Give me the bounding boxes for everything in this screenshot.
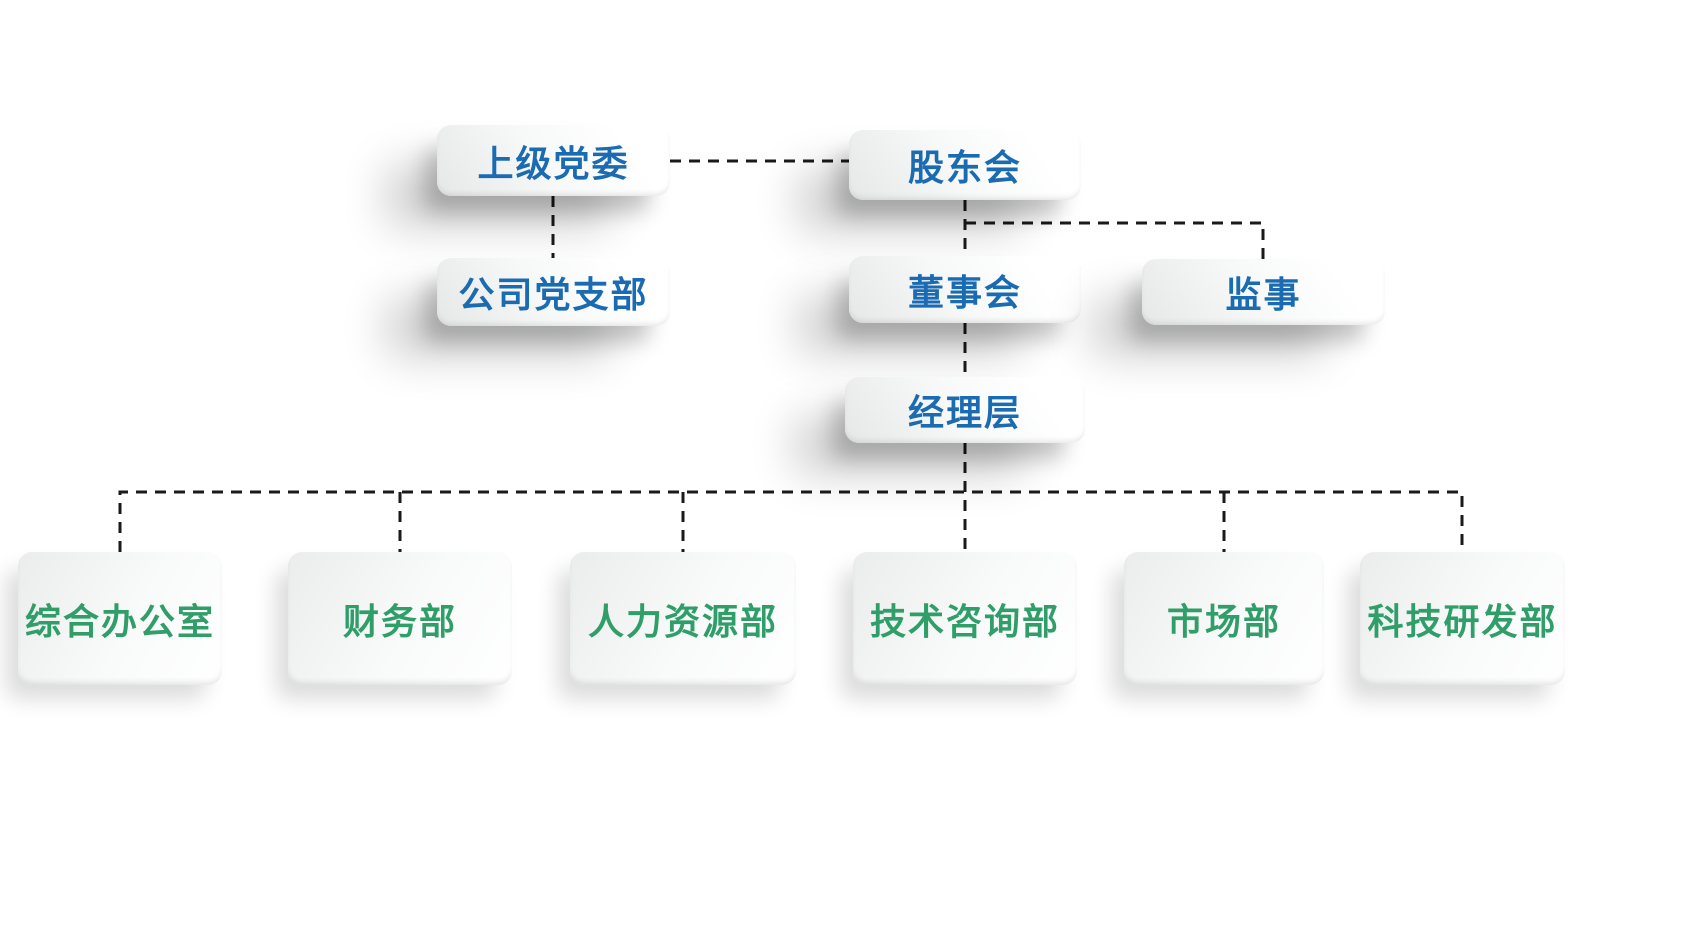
node-label: 财务部 <box>342 600 457 642</box>
node-management-level: 经理层 <box>845 377 1085 443</box>
node-shareholders-meeting: 股东会 <box>849 130 1081 200</box>
node-technology-rd-department: 科技研发部 <box>1360 552 1565 685</box>
node-label: 人力资源部 <box>587 600 778 642</box>
connector-shareholders-to-supervisor <box>965 221 1265 259</box>
node-finance-department: 财务部 <box>288 552 512 685</box>
node-label: 董事会 <box>907 271 1022 313</box>
node-board-of-directors: 董事会 <box>849 256 1081 323</box>
node-superior-party-committee: 上级党委 <box>437 125 670 196</box>
node-label: 股东会 <box>907 147 1022 188</box>
node-label: 上级党委 <box>477 142 630 184</box>
node-label: 市场部 <box>1166 600 1281 642</box>
node-label: 经理层 <box>907 392 1022 433</box>
node-marketing-department: 市场部 <box>1124 552 1324 685</box>
node-general-office: 综合办公室 <box>18 552 222 685</box>
connector-department-bus <box>118 490 1464 552</box>
node-company-party-branch: 公司党支部 <box>437 258 670 326</box>
node-technical-consulting-department: 技术咨询部 <box>853 552 1077 685</box>
node-label: 监事 <box>1225 274 1302 315</box>
node-human-resources-department: 人力资源部 <box>570 552 796 685</box>
node-label: 技术咨询部 <box>869 600 1060 642</box>
node-label: 综合办公室 <box>24 600 215 642</box>
node-label: 公司党支部 <box>458 274 649 315</box>
node-label: 科技研发部 <box>1367 600 1558 642</box>
node-supervisor: 监事 <box>1142 259 1385 325</box>
